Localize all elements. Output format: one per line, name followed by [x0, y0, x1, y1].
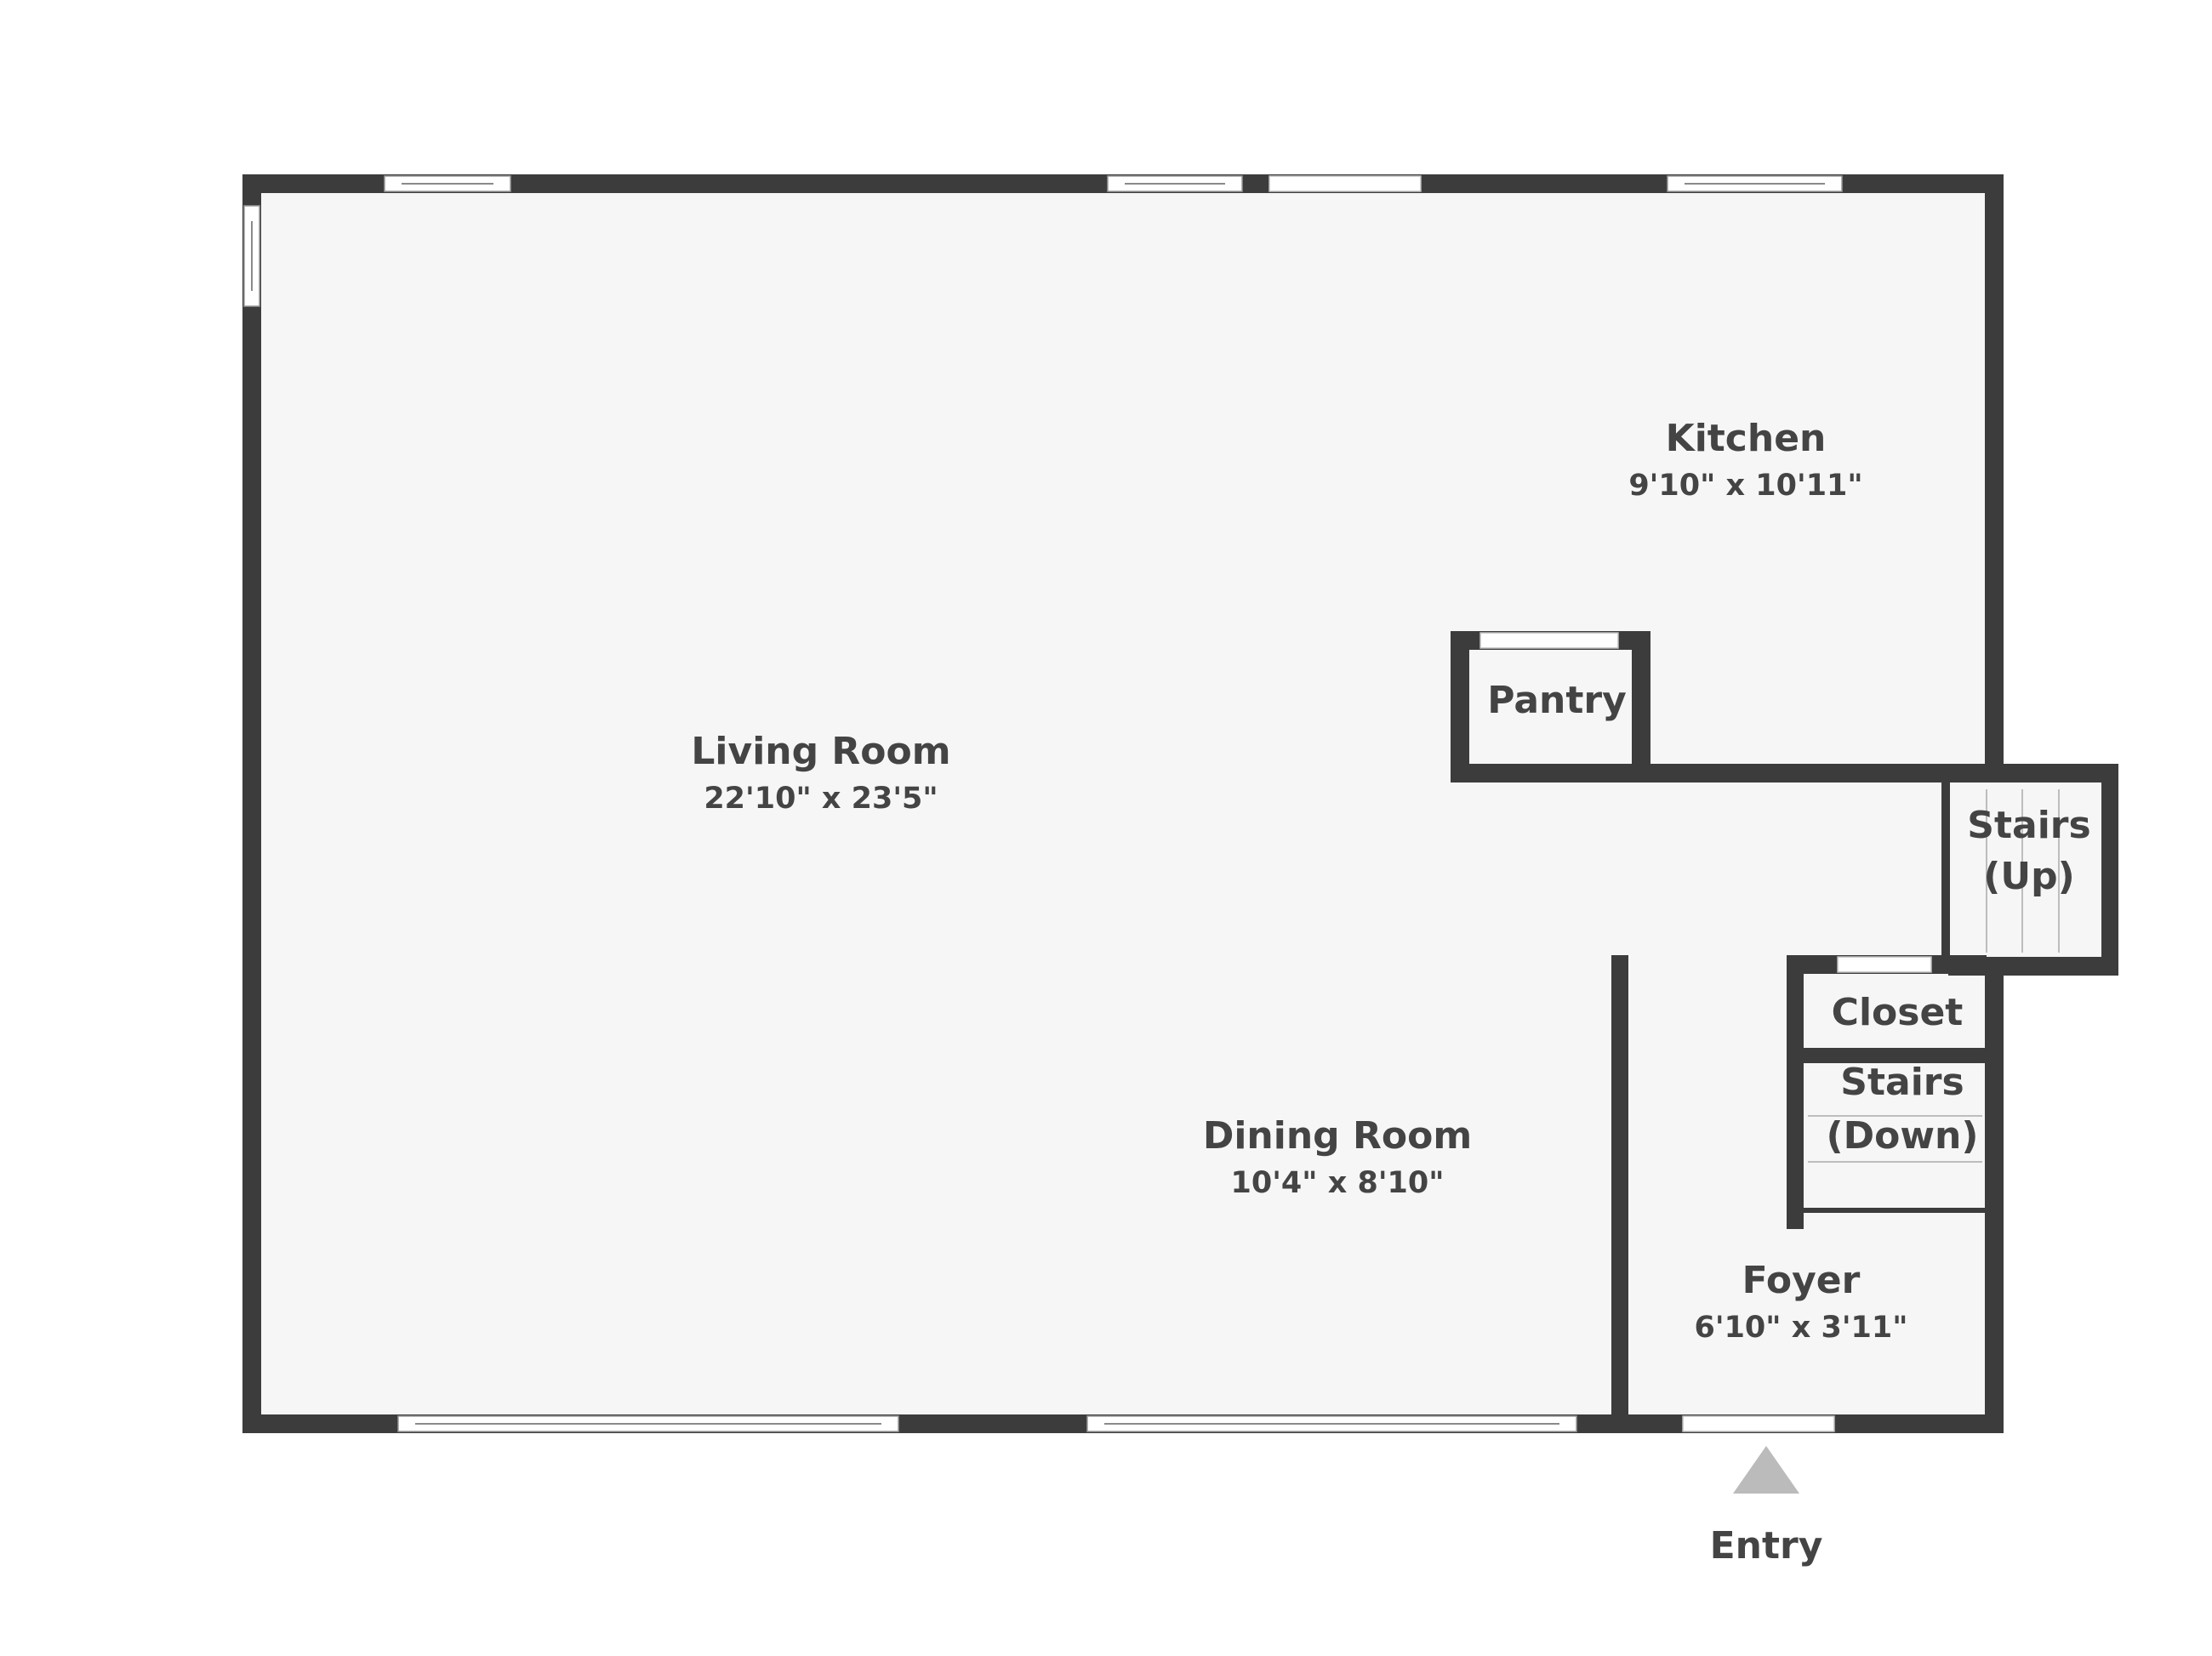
pantry-name: Pantry	[1487, 679, 1627, 722]
stairs-down-name: Stairs	[1840, 1061, 1964, 1104]
closet-name: Closet	[1832, 991, 1964, 1034]
entry-label: Entry	[1710, 1524, 1823, 1568]
living-room-dims: 22'10" x 23'5"	[704, 782, 938, 816]
room-labels: Kitchen 9'10" x 10'11" Pantry Living Roo…	[691, 417, 2090, 1568]
windows	[243, 175, 1843, 1432]
foyer-name: Foyer	[1742, 1259, 1861, 1302]
floor-areas	[254, 189, 2101, 1414]
dining-room-name: Dining Room	[1203, 1114, 1472, 1158]
entry-arrow-icon	[1733, 1446, 1799, 1494]
foyer-dims: 6'10" x 3'11"	[1695, 1311, 1908, 1345]
stairs-up-name: Stairs	[1967, 804, 2090, 847]
stairs-up-direction: (Up)	[1983, 855, 2074, 898]
living-room-name: Living Room	[691, 730, 950, 773]
stairs-down-direction: (Down)	[1827, 1114, 1979, 1158]
dining-room-dims: 10'4" x 8'10"	[1231, 1166, 1445, 1200]
interior-walls	[1611, 955, 1987, 1423]
kitchen-dims: 9'10" x 10'11"	[1628, 469, 1862, 503]
kitchen-name: Kitchen	[1666, 417, 1827, 460]
stairs-up-walls	[1941, 764, 2118, 976]
pantry-walls	[1451, 631, 1987, 782]
